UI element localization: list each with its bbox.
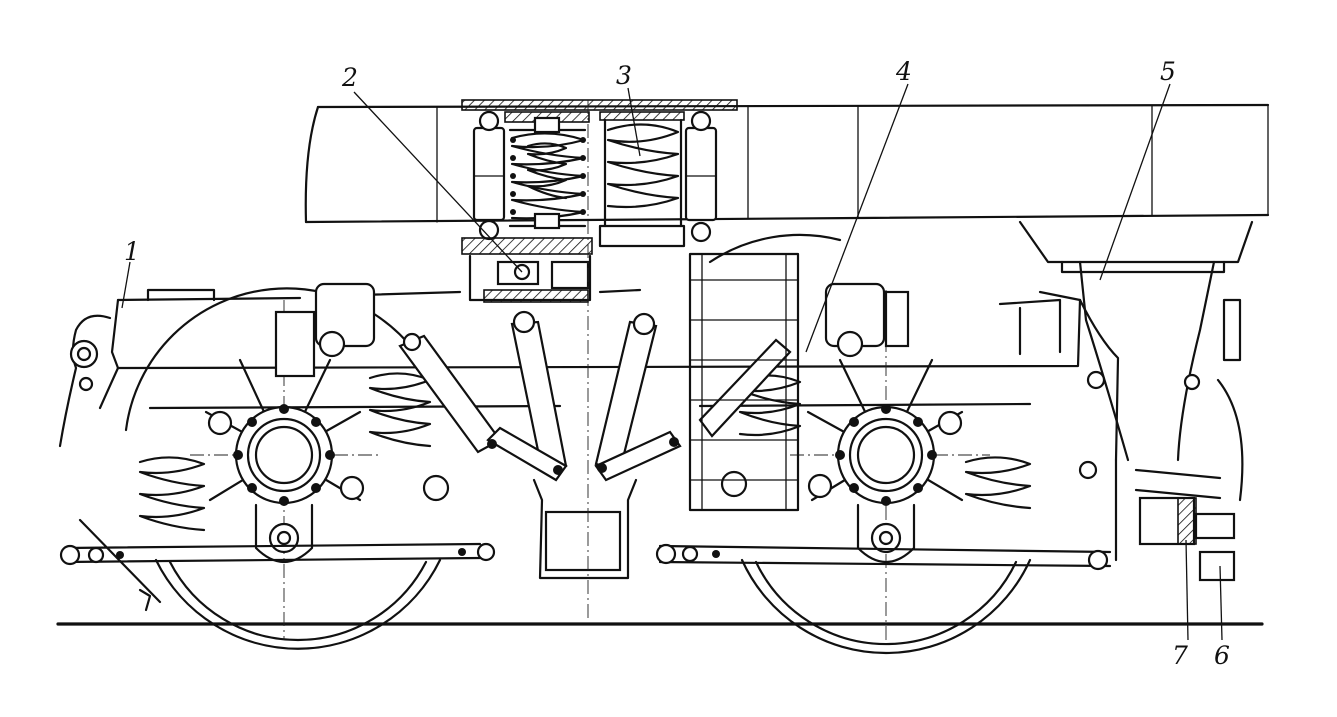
wheelset-right	[708, 233, 1032, 654]
centre-pivot	[532, 100, 638, 620]
coupling-detail	[1078, 298, 1244, 582]
axle-dampers	[274, 282, 910, 378]
callout-3: 3	[616, 61, 632, 90]
callout-1: 1	[124, 237, 140, 266]
traction-rods	[398, 310, 792, 502]
callout-5: 5	[1160, 57, 1176, 86]
callout-leaders	[121, 83, 1223, 641]
car-body	[304, 99, 1270, 224]
cage-frame	[688, 252, 800, 512]
body-support-column	[1018, 220, 1254, 462]
callout-7: 7	[1172, 641, 1188, 670]
callout-2: 2	[341, 63, 358, 92]
callout-labels: 1 2 3 4 5 6 7	[124, 57, 1230, 670]
wheelset-left	[124, 287, 442, 650]
callout-6: 6	[1214, 641, 1230, 670]
bogie-frame	[58, 288, 1120, 462]
callout-4: 4	[895, 57, 912, 86]
brake-rigging	[59, 458, 1222, 612]
secondary-suspension	[461, 110, 718, 303]
primary-springs	[138, 372, 1032, 532]
